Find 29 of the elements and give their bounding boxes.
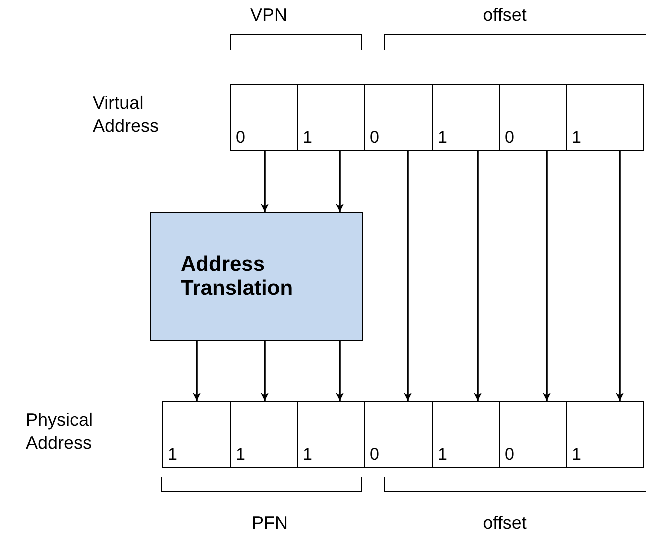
field-label: offset [482, 4, 528, 27]
arrow [336, 151, 344, 212]
bit-cell: 1 [432, 401, 500, 468]
arrow [193, 341, 201, 401]
bit-cell: 1 [432, 84, 500, 151]
bit-cell: 1 [566, 401, 644, 468]
bit-cell: 1 [297, 401, 365, 468]
arrow [404, 151, 412, 401]
row-label: Virtual Address [93, 92, 160, 138]
process-box: Address Translation [150, 212, 363, 341]
arrow [543, 151, 551, 401]
arrow [336, 341, 344, 401]
arrow [616, 151, 624, 401]
bit-cell: 0 [364, 84, 433, 151]
arrow [261, 341, 269, 401]
bit-cell: 1 [230, 401, 298, 468]
row-label: Physical Address [26, 409, 94, 455]
bit-cell: 1 [297, 84, 365, 151]
field-label: VPN [249, 4, 288, 27]
bit-cell: 0 [499, 84, 567, 151]
field-label: offset [482, 512, 528, 535]
bit-cell: 0 [364, 401, 433, 468]
arrow [474, 151, 482, 401]
bit-cell: 1 [162, 401, 231, 468]
field-label: PFN [251, 512, 289, 535]
arrow [261, 151, 269, 212]
bit-cell: 0 [230, 84, 298, 151]
bit-cell: 1 [566, 84, 644, 151]
bit-cell: 0 [499, 401, 567, 468]
